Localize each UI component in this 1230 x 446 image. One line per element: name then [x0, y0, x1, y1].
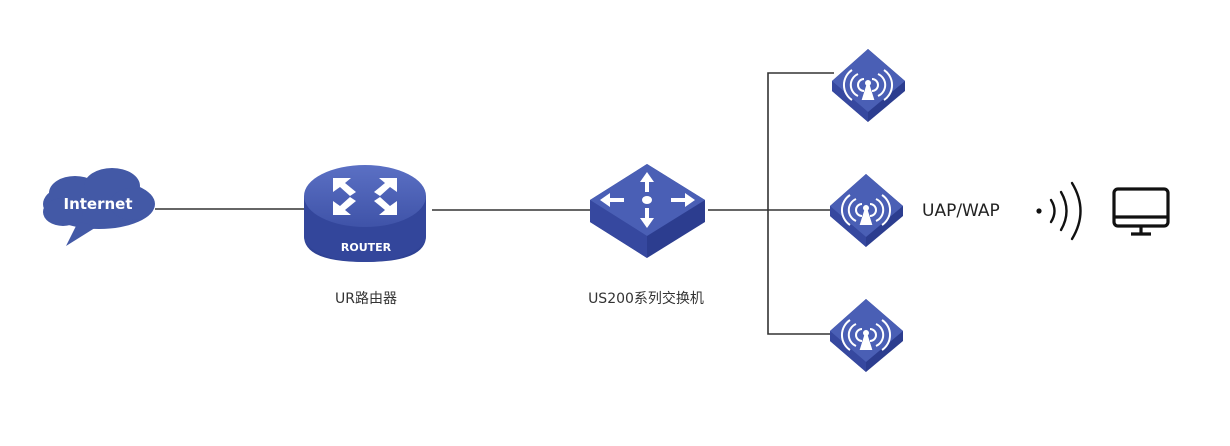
- switch-arrows-icon: [600, 172, 695, 228]
- internet-cloud: Internet: [43, 168, 155, 246]
- router-caption: UR路由器: [335, 291, 397, 307]
- monitor-icon: [1112, 187, 1170, 236]
- router-device: ROUTER: [304, 165, 426, 262]
- router-badge: ROUTER: [341, 241, 392, 254]
- cloud-icon: [43, 168, 155, 246]
- connections: [155, 72, 834, 335]
- link-trunk-vertical: [767, 72, 834, 335]
- access-point-3: [830, 299, 903, 372]
- access-point-2: [830, 174, 903, 247]
- ap-label: UAP/WAP: [922, 201, 1000, 221]
- switch-device: [590, 164, 705, 258]
- switch-caption: US200系列交换机: [588, 290, 704, 307]
- access-point-1: [832, 49, 905, 122]
- internet-label: Internet: [63, 195, 132, 213]
- router-arrows-icon: [333, 178, 397, 215]
- wifi-signal-icon: [841, 194, 891, 226]
- wireless-signal-icon: [1036, 181, 1082, 241]
- wifi-signal-icon: [843, 69, 893, 101]
- wifi-signal-icon: [841, 319, 891, 351]
